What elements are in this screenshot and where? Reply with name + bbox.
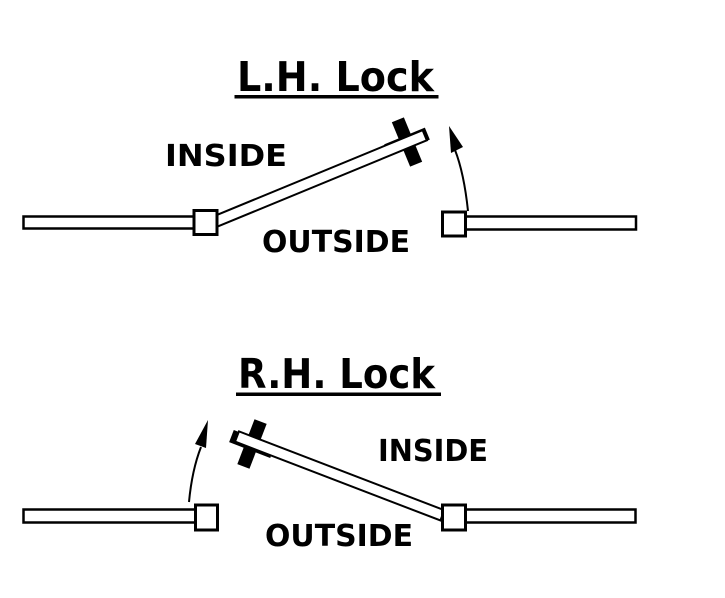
lh-hinge-square bbox=[192, 209, 219, 236]
lh-wall-left bbox=[22, 215, 196, 230]
rh-swing-arrowhead bbox=[195, 420, 208, 448]
lh-swing-arrowhead bbox=[449, 126, 463, 153]
rh-lock-title: R.H. Lock bbox=[238, 350, 437, 398]
swing-arrow-icon bbox=[188, 420, 208, 503]
lh-swing-arc bbox=[454, 149, 469, 212]
lh-outside-label: OUTSIDE bbox=[262, 225, 410, 260]
rh-wall-right bbox=[464, 508, 637, 524]
rh-title-underline bbox=[236, 392, 441, 396]
lh-strike-square bbox=[441, 210, 467, 238]
lh-lock-diagram: L.H. Lock INSIDE OUTSIDE bbox=[22, 53, 638, 260]
rh-hinge-square bbox=[441, 503, 467, 532]
lh-inside-label: INSIDE bbox=[165, 139, 287, 174]
swing-arrow-icon bbox=[449, 126, 469, 212]
lh-wall-right bbox=[463, 215, 638, 231]
rh-lock-diagram: R.H. Lock INSIDE OUTSIDE bbox=[22, 350, 637, 554]
rh-strike-square bbox=[194, 503, 219, 532]
lh-lock-title: L.H. Lock bbox=[237, 53, 436, 101]
rh-wall-left bbox=[22, 508, 197, 524]
rh-outside-label: OUTSIDE bbox=[265, 519, 413, 554]
rh-inside-label: INSIDE bbox=[378, 434, 488, 469]
rh-swing-arc bbox=[188, 446, 202, 503]
lh-title-underline bbox=[234, 95, 439, 99]
